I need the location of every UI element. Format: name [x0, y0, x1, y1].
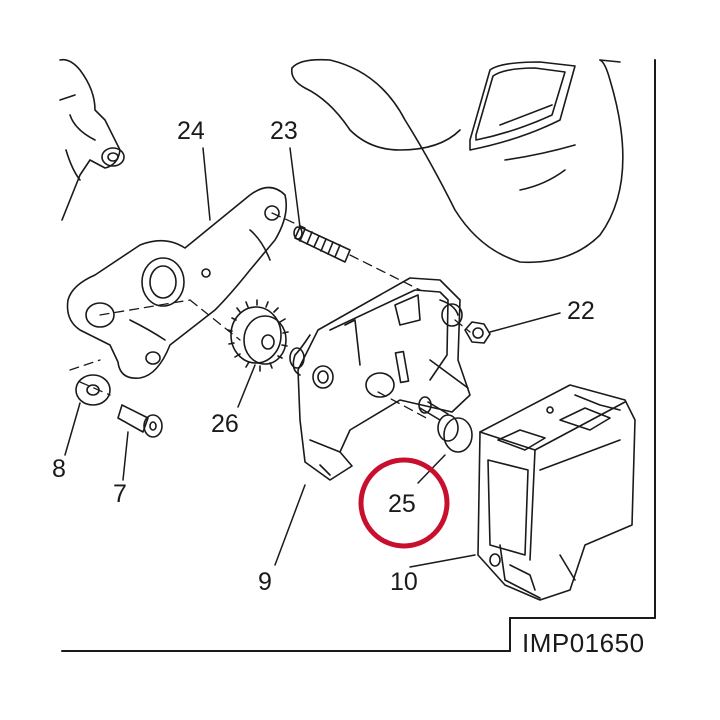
- control-unit-part-10: [477, 384, 636, 601]
- background-housing: [290, 58, 624, 264]
- callout-22: 22: [567, 297, 595, 325]
- frame-border: [61, 59, 656, 652]
- gear-part-26: [227, 299, 289, 372]
- leader-lines: [64, 147, 561, 568]
- bracket-part-24: [66, 186, 288, 379]
- callout-25: 25: [388, 490, 416, 518]
- pin-part-25: [418, 396, 473, 453]
- partial-component-top-left: [59, 58, 125, 221]
- diagram-reference-code: IMP01650: [522, 628, 645, 658]
- highlight-circle: [358, 457, 450, 549]
- washer-part-8: [75, 374, 111, 406]
- callout-23: 23: [270, 117, 298, 145]
- callout-26: 26: [211, 410, 239, 438]
- callout-10: 10: [390, 568, 418, 596]
- callout-8: 8: [52, 455, 66, 483]
- callout-24: 24: [177, 117, 205, 145]
- screw-part-23: [293, 226, 351, 263]
- screw-part-7: [117, 404, 163, 438]
- nut-part-22: [464, 321, 491, 344]
- callout-9: 9: [258, 568, 272, 596]
- callout-7: 7: [113, 480, 127, 508]
- frame-part-9: [289, 277, 471, 481]
